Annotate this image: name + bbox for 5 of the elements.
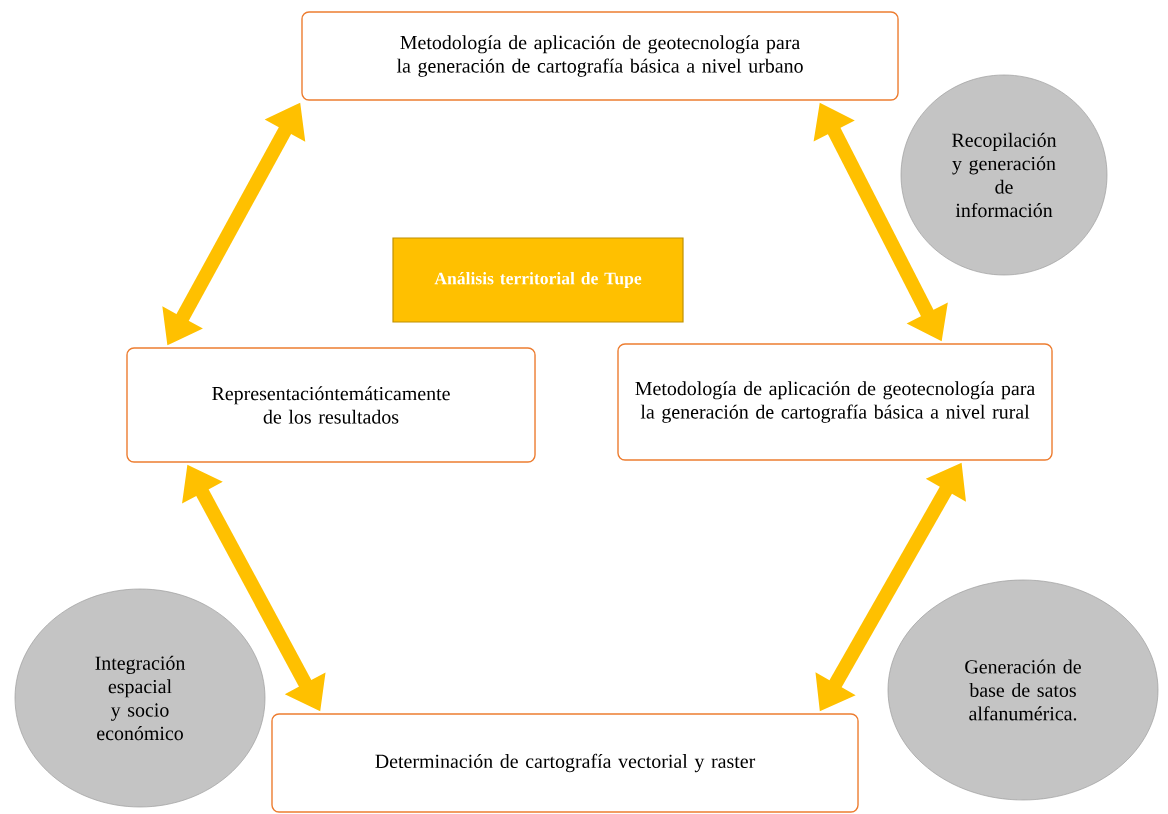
process-box: Metodología de aplicación de geotecnología para la generación de cartografía básica a nivel urbano: [301, 11, 899, 101]
process-box: Determinación de cartografía vectorial y raster: [271, 713, 859, 813]
process-box: Representacióntemáticamente de los resultados: [126, 347, 536, 463]
title-box: Análisis territorial de Tupe: [392, 237, 684, 323]
process-box: Metodología de aplicación de geotecnología para la generación de cartografía básica a nivel rural: [617, 343, 1053, 461]
